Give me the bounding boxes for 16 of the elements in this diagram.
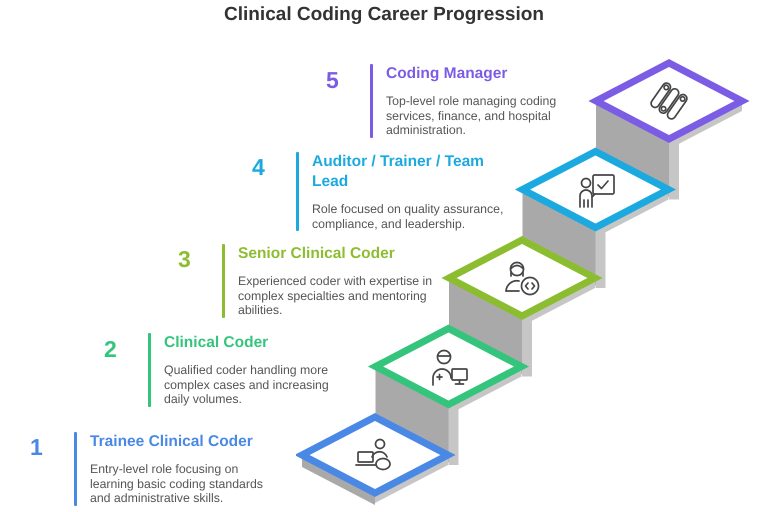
step-description: Entry-level role focusing on learning basic coding standards and administrative skills.: [90, 462, 264, 506]
step-number: 5: [326, 68, 339, 92]
step-title: Trainee Clinical Coder: [90, 432, 254, 452]
step-title: Auditor / Trainer / Team Lead: [312, 152, 485, 192]
step-title: Coding Manager: [386, 64, 508, 84]
step-number: 3: [178, 247, 191, 271]
step-description: Experienced coder with expertise in complex specialties and mentoring abilities.: [238, 274, 434, 318]
step-title: Clinical Coder: [164, 333, 270, 353]
step-description: Role focused on quality assurance, compliance, and leadership.: [312, 202, 504, 231]
step-number: 1: [30, 435, 43, 459]
diagram-title: Clinical Coding Career Progression: [224, 3, 544, 27]
step-title: Senior Clinical Coder: [238, 244, 396, 264]
step-number: 4: [252, 155, 265, 179]
step-description: Qualified coder handling more complex cases and increasing daily volumes.: [164, 363, 330, 406]
step-number: 2: [104, 337, 117, 361]
step-description: Top-level role managing coding services, finance, and hospital administration.: [386, 94, 558, 138]
